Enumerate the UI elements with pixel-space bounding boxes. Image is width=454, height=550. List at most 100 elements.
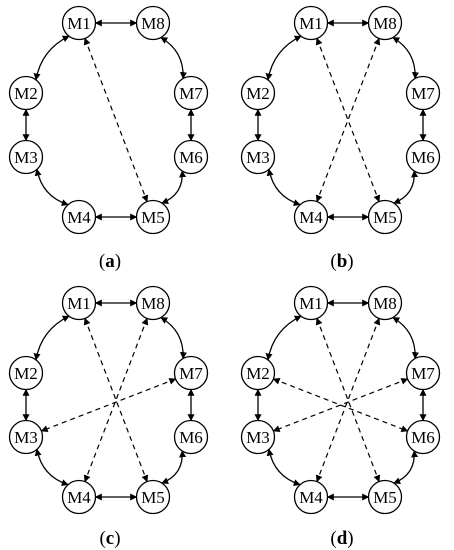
- node-m5: M5: [367, 479, 403, 515]
- node-label: M8: [141, 294, 165, 313]
- node-circle: [367, 5, 403, 41]
- node-m7: M7: [173, 355, 209, 391]
- panel-d-edges: [254, 299, 427, 501]
- node-m8: M8: [367, 285, 403, 321]
- node-label: M8: [373, 294, 397, 313]
- node-circle: [135, 285, 171, 321]
- node-circle: [405, 355, 441, 391]
- node-circle: [61, 479, 97, 515]
- node-m7: M7: [405, 355, 441, 391]
- node-m3: M3: [240, 139, 276, 175]
- node-label: M2: [14, 364, 38, 383]
- node-label: M5: [373, 208, 397, 227]
- node-circle: [405, 75, 441, 111]
- ring-link-m4-m3: [266, 168, 301, 207]
- node-label: M1: [299, 14, 323, 33]
- panel-d-caption: (d): [330, 528, 353, 549]
- node-circle: [240, 355, 276, 391]
- node-label: M1: [67, 294, 91, 313]
- node-m6: M6: [405, 419, 441, 455]
- node-circle: [293, 479, 329, 515]
- node-circle: [8, 355, 44, 391]
- node-circle: [405, 139, 441, 175]
- node-label: M1: [299, 294, 323, 313]
- node-m2: M2: [240, 75, 276, 111]
- node-m4: M4: [293, 479, 329, 515]
- node-m5: M5: [367, 199, 403, 235]
- ring-link-m4-m3: [266, 448, 301, 487]
- cross-link-m8-m4: [315, 317, 381, 483]
- node-m2: M2: [240, 355, 276, 391]
- node-label: M2: [246, 84, 270, 103]
- node-circle: [367, 285, 403, 321]
- ring-link-m8-m7: [392, 316, 419, 360]
- node-label: M3: [14, 428, 38, 447]
- node-label: M4: [299, 488, 323, 507]
- node-label: M5: [141, 208, 165, 227]
- node-m1: M1: [293, 5, 329, 41]
- node-label: M6: [179, 148, 203, 167]
- node-m4: M4: [61, 479, 97, 515]
- node-label: M7: [411, 364, 435, 383]
- node-label: M3: [14, 148, 38, 167]
- node-label: M4: [67, 208, 91, 227]
- node-circle: [135, 5, 171, 41]
- ring-link-m6-m5: [161, 450, 187, 485]
- ring-link-m6-m5: [161, 170, 187, 205]
- node-m6: M6: [173, 419, 209, 455]
- cross-link-m8-m4: [315, 37, 381, 203]
- node-label: M3: [246, 148, 270, 167]
- node-m8: M8: [135, 285, 171, 321]
- node-label: M6: [179, 428, 203, 447]
- node-label: M3: [246, 428, 270, 447]
- node-m5: M5: [135, 199, 171, 235]
- node-label: M1: [67, 14, 91, 33]
- node-circle: [240, 419, 276, 455]
- cross-link-m7-m3: [40, 377, 177, 433]
- node-label: M4: [67, 488, 91, 507]
- node-circle: [367, 479, 403, 515]
- ring-link-m2-m1: [265, 315, 302, 361]
- node-circle: [405, 419, 441, 455]
- node-m1: M1: [61, 5, 97, 41]
- panel-a-caption: (a): [99, 251, 121, 272]
- cross-link-m8-m4: [83, 317, 149, 483]
- node-circle: [61, 199, 97, 235]
- node-circle: [293, 199, 329, 235]
- panel-c-caption: (c): [99, 528, 120, 549]
- node-circle: [8, 419, 44, 455]
- node-m3: M3: [240, 419, 276, 455]
- node-circle: [173, 75, 209, 111]
- ring-link-m4-m3: [34, 448, 69, 487]
- node-circle: [240, 75, 276, 111]
- node-circle: [173, 355, 209, 391]
- cross-link-m2-m6: [272, 377, 409, 433]
- panel-a-edges: [22, 19, 195, 221]
- ring-link-m2-m1: [33, 315, 70, 361]
- node-m6: M6: [173, 139, 209, 175]
- node-m3: M3: [8, 419, 44, 455]
- node-circle: [8, 139, 44, 175]
- node-m4: M4: [61, 199, 97, 235]
- cross-link-m1-m5: [83, 37, 149, 203]
- node-circle: [61, 5, 97, 41]
- panel-c-edges: [22, 299, 195, 501]
- node-m1: M1: [293, 285, 329, 321]
- ring-link-m2-m1: [33, 35, 70, 81]
- node-label: M7: [179, 84, 203, 103]
- node-circle: [135, 479, 171, 515]
- node-label: M6: [411, 428, 435, 447]
- node-m1: M1: [61, 285, 97, 321]
- node-label: M7: [179, 364, 203, 383]
- panel-b-caption: (b): [330, 251, 353, 272]
- node-circle: [367, 199, 403, 235]
- node-m8: M8: [367, 5, 403, 41]
